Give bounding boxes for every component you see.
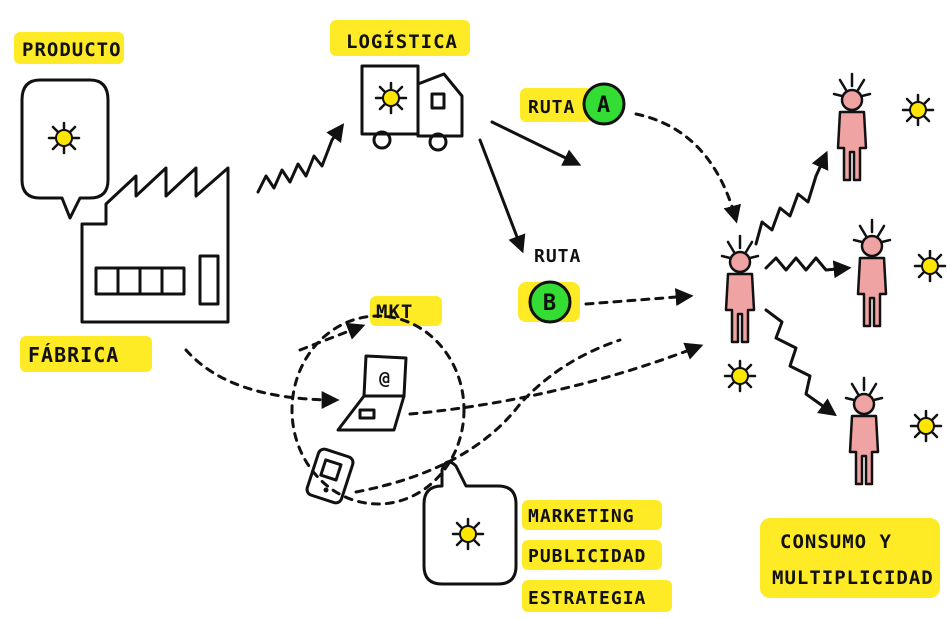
mkt-label: MKT [376, 301, 413, 323]
logistica-highlight [330, 20, 470, 56]
fabrica-label: FÁBRICA [28, 343, 119, 367]
ruta-a-to-consumer-arrow [634, 112, 741, 224]
central-consumer-icon [720, 234, 760, 344]
marketing-label: MARKETING [528, 506, 635, 527]
bottom-sun-icon [909, 409, 943, 443]
truck-to-ruta-b-arrow [478, 138, 526, 254]
ruta-a-badge-text: A [597, 93, 611, 118]
truck-sun-icon [374, 81, 408, 115]
factory-to-marketing-arrow [184, 348, 340, 409]
marketing-highlight [522, 500, 662, 530]
laptop-to-consumer-arrow [408, 342, 704, 416]
mkt-arrow [298, 322, 366, 352]
consumer-to-top-arrow [754, 150, 829, 246]
top-sun-icon [901, 93, 935, 127]
estrategia-highlight [522, 580, 672, 612]
ruta-a-label: RUTA [528, 97, 575, 118]
sun-icon [47, 121, 81, 155]
phone-to-consumer-arrow [354, 338, 622, 494]
publicidad-label: PUBLICIDAD [528, 546, 646, 567]
mkt-highlight [370, 296, 442, 326]
producto-label: PRODUCTO [22, 39, 122, 61]
middle-sun-icon [913, 249, 947, 283]
ruta-b-label: RUTA [534, 246, 581, 267]
at-sign-icon: @ [379, 368, 391, 389]
consumer-to-bottom-arrow [764, 308, 837, 417]
logistica-label: LOGÍSTICA [346, 30, 458, 53]
ruta-a-highlight [520, 88, 592, 122]
multiplicidad-label: MULTIPLICIDAD [772, 567, 934, 589]
marketing-sun-icon [451, 517, 485, 551]
consumo-label: CONSUMO Y [780, 531, 892, 553]
producto-bubble [20, 78, 110, 220]
truck-icon [360, 64, 464, 152]
ruta-b-badge [528, 280, 572, 324]
publicidad-highlight [522, 540, 662, 570]
consumer-to-middle-arrow [764, 256, 852, 279]
consumo-highlight [760, 518, 940, 598]
factory-to-logistics-arrow [256, 123, 345, 194]
consumer-top-icon [832, 72, 872, 182]
ruta-a-badge [582, 82, 626, 126]
consumer-bottom-icon [844, 376, 884, 486]
phone-icon [305, 447, 355, 505]
consumer-sun-icon [723, 359, 757, 393]
ruta-b-badge-text: B [543, 291, 557, 316]
marketing-bubble [422, 460, 518, 586]
fabrica-highlight [20, 336, 152, 372]
laptop-icon [336, 354, 408, 432]
consumer-middle-icon [852, 218, 892, 328]
factory-icon [80, 166, 230, 324]
ruta-b-to-consumer-arrow [584, 288, 694, 307]
mkt-circle [290, 314, 466, 506]
truck-to-ruta-a-arrow [490, 120, 582, 166]
producto-highlight [14, 32, 124, 64]
estrategia-label: ESTRATEGIA [528, 588, 646, 609]
